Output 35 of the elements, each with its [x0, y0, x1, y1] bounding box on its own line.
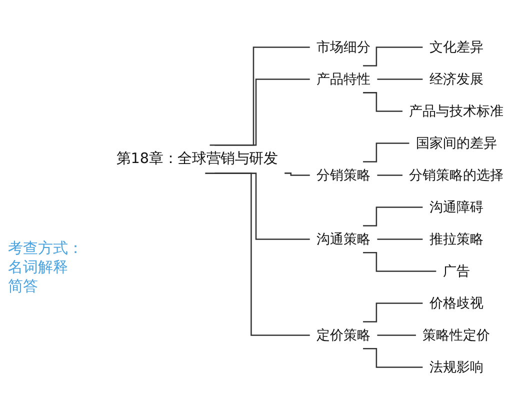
- connector: [377, 174, 402, 176]
- node-text: 沟通策略: [316, 230, 370, 247]
- node-text: 国家间的差异: [416, 134, 497, 151]
- node-text: 经济发展: [429, 70, 484, 87]
- note-text: 简答: [8, 276, 39, 296]
- node-text: 推拉策略: [429, 230, 484, 247]
- connector: [363, 92, 402, 112]
- connector: [363, 348, 423, 368]
- connector: [284, 172, 310, 176]
- connector: [363, 142, 410, 162]
- node-text: 策略性定价: [422, 326, 490, 343]
- node-text: 定价策略: [316, 326, 370, 343]
- node-text: 第18章：全球营销与研发: [116, 150, 278, 167]
- note-text: 考查方式：: [8, 238, 84, 258]
- node-text: 广告: [442, 262, 470, 279]
- node-text: 法规影响: [429, 358, 484, 375]
- node-text: 分销策略的选择: [409, 166, 504, 183]
- note-text: 名词解释: [8, 258, 69, 276]
- node-text: 文化差异: [429, 38, 484, 55]
- node-text: 市场细分: [316, 38, 370, 55]
- node-text: 分销策略: [316, 166, 370, 183]
- connector: [363, 46, 423, 66]
- connector: [363, 252, 436, 272]
- connector: [210, 46, 310, 146]
- node-text: 产品特性: [316, 70, 370, 87]
- connector: [205, 172, 310, 336]
- node-text: 价格歧视: [429, 294, 484, 311]
- node-text: 沟通障碍: [429, 198, 484, 215]
- connector: [377, 334, 416, 336]
- connector: [377, 78, 423, 80]
- connector: [363, 206, 423, 226]
- connector: [363, 302, 423, 322]
- connector: [214, 78, 310, 146]
- connector: [377, 238, 423, 240]
- node-text: 产品与技术标准: [409, 102, 504, 119]
